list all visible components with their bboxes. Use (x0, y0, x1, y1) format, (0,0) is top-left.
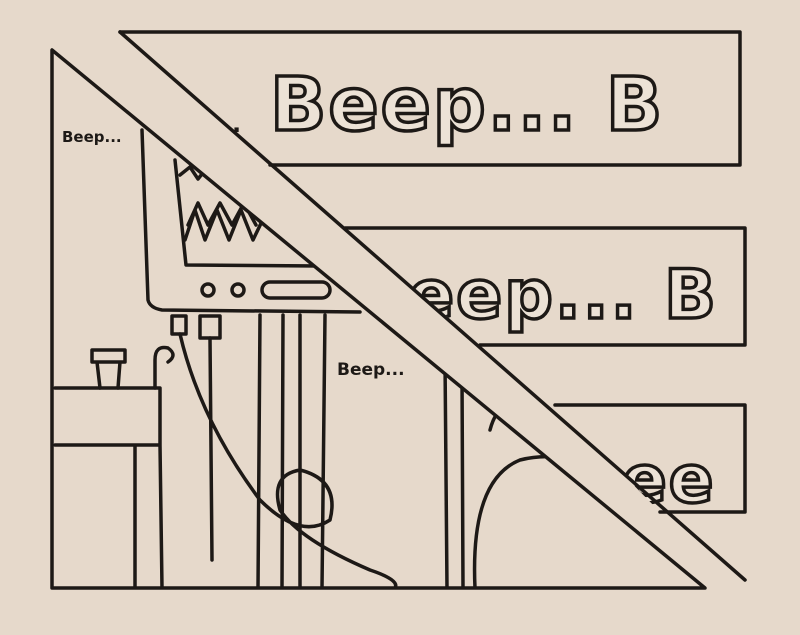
iv-hook (153, 345, 175, 390)
monitor-display-slot (260, 280, 332, 300)
side-table (53, 386, 164, 588)
strip-2: eep... B (343, 226, 747, 347)
left-panel-border (50, 48, 707, 590)
strip1-beep-text: Beep... B (270, 62, 664, 148)
strip-3: ee (553, 403, 747, 518)
strip-1: . Beep... B (118, 30, 742, 167)
left-panel: Beep... Beep... (50, 48, 707, 590)
monitor-screen (173, 158, 322, 268)
monitor-button (230, 282, 246, 298)
pill-bottle (90, 348, 127, 390)
cables (178, 313, 465, 588)
strip2-beep-text: eep... B (408, 256, 718, 335)
sound-effect-middle: Beep... (337, 360, 405, 380)
strip3-beep-text: ee (622, 441, 716, 518)
sound-effect-top: Beep... (62, 128, 122, 146)
strip1-dot: . (232, 110, 241, 138)
monitor-button (200, 282, 216, 298)
monitor (140, 128, 362, 314)
diagonal-divider (118, 30, 747, 582)
